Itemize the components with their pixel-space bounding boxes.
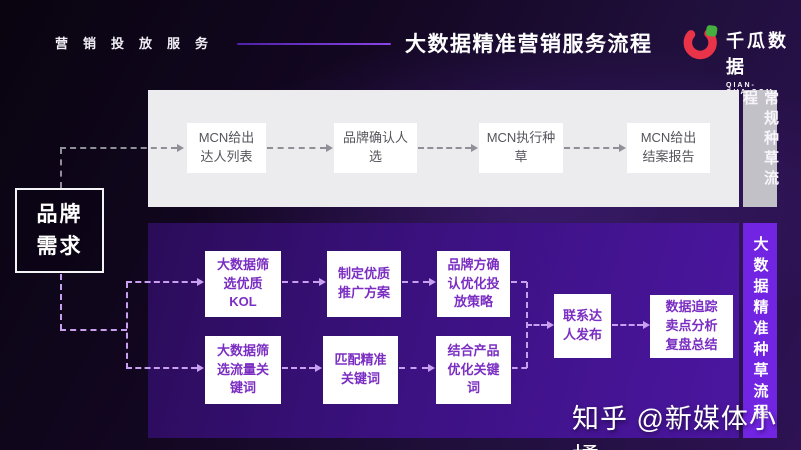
connector-fork-to-row1: [126, 281, 197, 283]
step-mcn-report: MCN给出 结案报告: [627, 123, 710, 173]
page-title: 大数据精准营销服务流程: [405, 33, 653, 56]
arrowhead-row1-2: [319, 278, 326, 286]
connector-row1-merge-stub: [511, 281, 527, 283]
arrowhead-row1-3: [429, 278, 436, 286]
connector-row1-2-3: [402, 281, 429, 283]
arrowhead-regular-4: [619, 144, 626, 152]
logo-name: 千瓜数据: [726, 31, 789, 77]
connector-brand-fork-horizontal: [60, 329, 127, 331]
step-data-tracking: 数据追踪 卖点分析 复盘总结: [650, 295, 733, 358]
step-brand-confirm: 品牌确认人 选: [334, 123, 417, 173]
connector-row1-1-2: [282, 281, 319, 283]
connector-fork-to-row2: [126, 367, 197, 369]
arrowhead-regular-3: [471, 144, 478, 152]
arrowhead-tracking: [643, 321, 650, 329]
connector-regular-3-4: [564, 147, 619, 149]
brand-demand-box: 品牌 需求: [15, 188, 104, 273]
step-select-kol: 大数据筛 选优质 KOL: [205, 251, 281, 317]
step-mcn-list: MCN给出 达人列表: [187, 123, 266, 173]
connector-merge-to-contact: [526, 324, 547, 326]
arrowhead-into-step1: [177, 144, 184, 152]
connector-row2-1-2: [282, 367, 315, 369]
connector-brand-down: [60, 274, 62, 330]
arrowhead-row1-entry: [197, 278, 204, 286]
header-divider-line: [237, 43, 391, 45]
precision-flow-strip-label: 大数据精准种草流程: [743, 223, 777, 438]
step-mcn-execute: MCN执行种 草: [479, 123, 563, 173]
eyebrow-label: 营销投放服务: [55, 36, 224, 51]
step-make-plan: 制定优质 推广方案: [327, 251, 401, 317]
arrowhead-regular-2: [326, 144, 333, 152]
step-contact-publish: 联系达 人发布: [554, 294, 611, 358]
step-product-keywords: 结合产品 优化关键 词: [436, 336, 511, 404]
qiangua-logo: 千瓜数据 QIAN-GUA.COM: [681, 24, 801, 96]
connector-brand-to-regular-horizontal: [60, 147, 177, 149]
regular-flow-strip-label: 常规种草流程: [741, 90, 779, 207]
connector-brand-to-regular-vertical: [60, 148, 62, 188]
step-match-keywords: 匹配精准 关键词: [323, 336, 398, 404]
arrowhead-row2-entry: [197, 364, 204, 372]
qiangua-logo-icon: [681, 24, 719, 67]
connector-contact-to-tracking: [612, 324, 643, 326]
arrowhead-row2-2: [315, 364, 322, 372]
connector-regular-1-2: [267, 147, 326, 149]
arrowhead-contact: [547, 321, 554, 329]
connector-regular-2-3: [418, 147, 471, 149]
arrowhead-row2-3: [428, 364, 435, 372]
watermark-zhihu: 知乎 @新媒体小橘: [572, 404, 777, 450]
connector-row2-merge-stub: [512, 367, 527, 369]
step-brand-optimize-strategy: 品牌方确 认优化投 放策略: [437, 251, 510, 317]
connector-row2-2-3: [399, 367, 428, 369]
connector-fork-vertical: [126, 282, 128, 369]
step-select-keywords: 大数据筛 选流量关 键词: [205, 336, 281, 404]
